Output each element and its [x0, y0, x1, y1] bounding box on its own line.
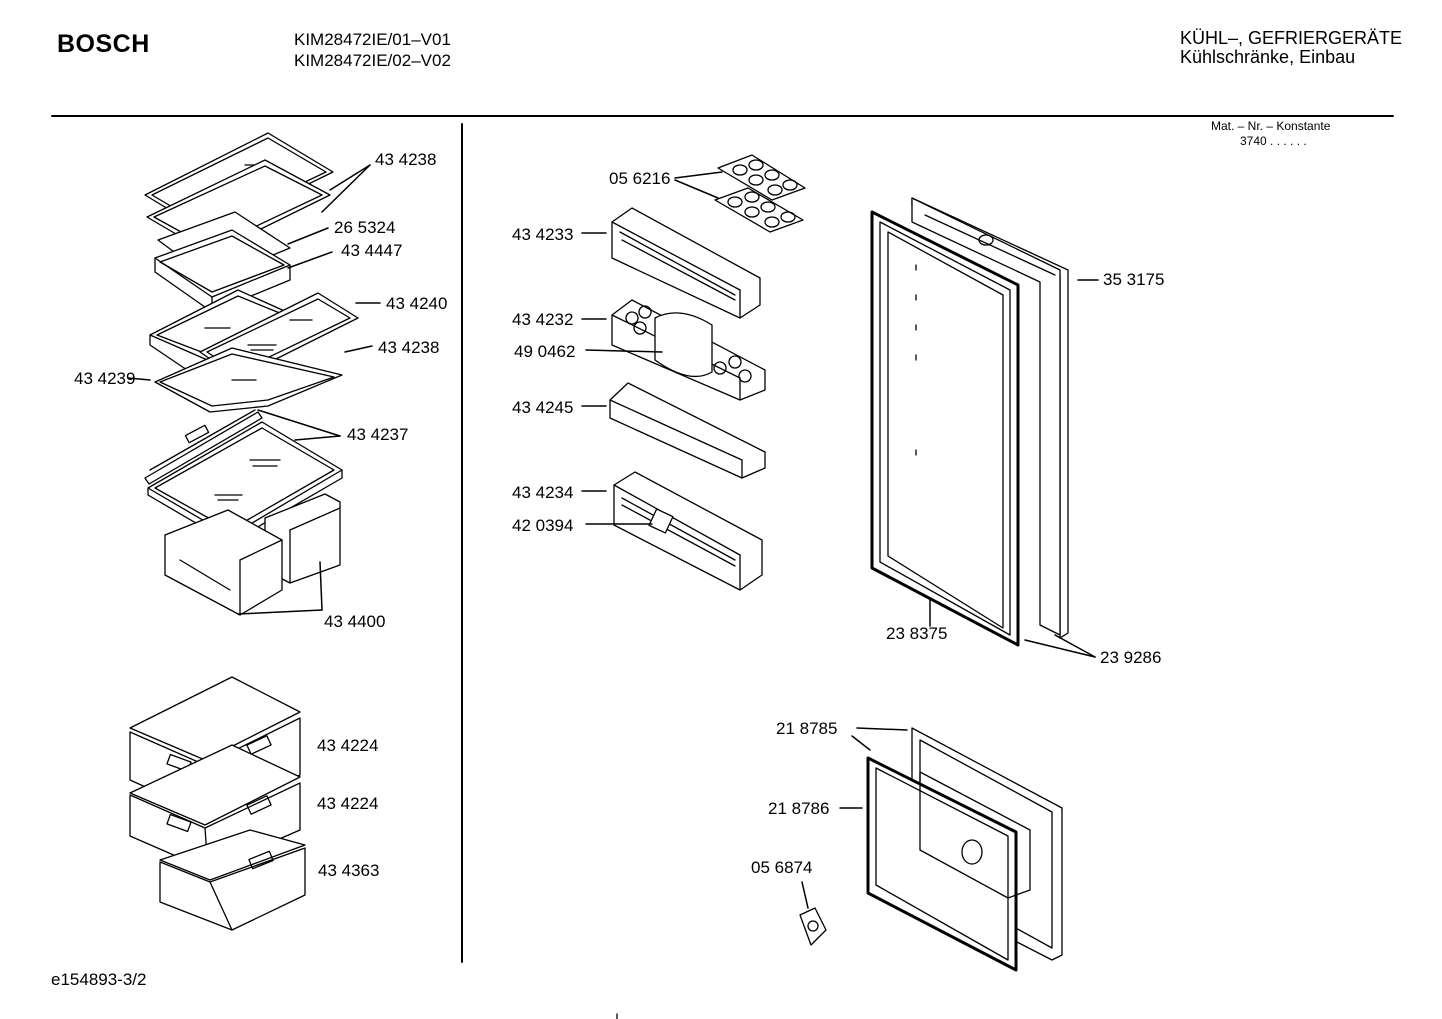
right-leader-lines: [801, 279, 1099, 909]
part-label: 43 4239: [74, 369, 136, 388]
part-label: 43 4224: [317, 794, 379, 813]
part-label: 43 4234: [512, 483, 574, 502]
part-label: 43 4238: [378, 338, 440, 357]
brand-logo: BOSCH: [57, 30, 150, 58]
split-shelf-assembly: [149, 289, 359, 413]
egg-trays: [714, 154, 806, 233]
glass-shelf-with-trim: [144, 409, 343, 544]
part-label: 43 4233: [512, 225, 574, 244]
category-title: KÜHL–, GEFRIERGERÄTE: [1180, 28, 1403, 48]
thermostat-knob-056874: [799, 907, 827, 946]
shelf-frame-265324: [154, 211, 291, 313]
part-label: 23 9286: [1100, 648, 1162, 667]
left-leader-lines: [127, 164, 381, 615]
crisper-drawers-434400: [164, 493, 341, 616]
part-label: 23 8375: [886, 624, 948, 643]
freezer-drawer-3: [159, 829, 306, 931]
mat-nr-label: Mat. – Nr. – Konstante: [1211, 119, 1331, 133]
model-number-1: KIM28472IE/01–V01: [294, 30, 451, 49]
middle-leader-lines: [581, 171, 723, 525]
part-label: 43 4447: [341, 241, 403, 260]
mat-nr-value: 3740 . . . . . .: [1240, 134, 1307, 148]
part-label: 43 4245: [512, 398, 574, 417]
part-label: 05 6216: [609, 169, 671, 188]
part-label: 43 4238: [375, 150, 437, 169]
door-shelf-434245: [609, 382, 766, 479]
model-number-2: KIM28472IE/02–V02: [294, 51, 451, 70]
part-label: 43 4224: [317, 736, 379, 755]
part-label: 43 4237: [347, 425, 409, 444]
category-subtitle: Kühlschränke, Einbau: [1180, 47, 1356, 67]
part-label: 26 5324: [334, 218, 396, 237]
part-label: 43 4363: [318, 861, 380, 880]
drawing-id: e154893-3/2: [51, 970, 147, 989]
door-shelf-434234: [613, 471, 763, 591]
door-gasket-238375: [870, 210, 1020, 647]
part-label: 43 4400: [324, 612, 386, 631]
part-label: 43 4232: [512, 310, 574, 329]
door-shelf-434233: [611, 207, 761, 319]
freezer-gasket-218786: [866, 756, 1031, 972]
part-label: 35 3175: [1103, 270, 1165, 289]
part-label: 21 8785: [776, 719, 838, 738]
door-shelf-434232: [611, 299, 766, 401]
part-label: 05 6874: [751, 858, 813, 877]
part-label: 42 0394: [512, 516, 574, 535]
part-label: 21 8786: [768, 799, 830, 818]
part-label: 49 0462: [514, 342, 576, 361]
part-label: 43 4240: [386, 294, 448, 313]
